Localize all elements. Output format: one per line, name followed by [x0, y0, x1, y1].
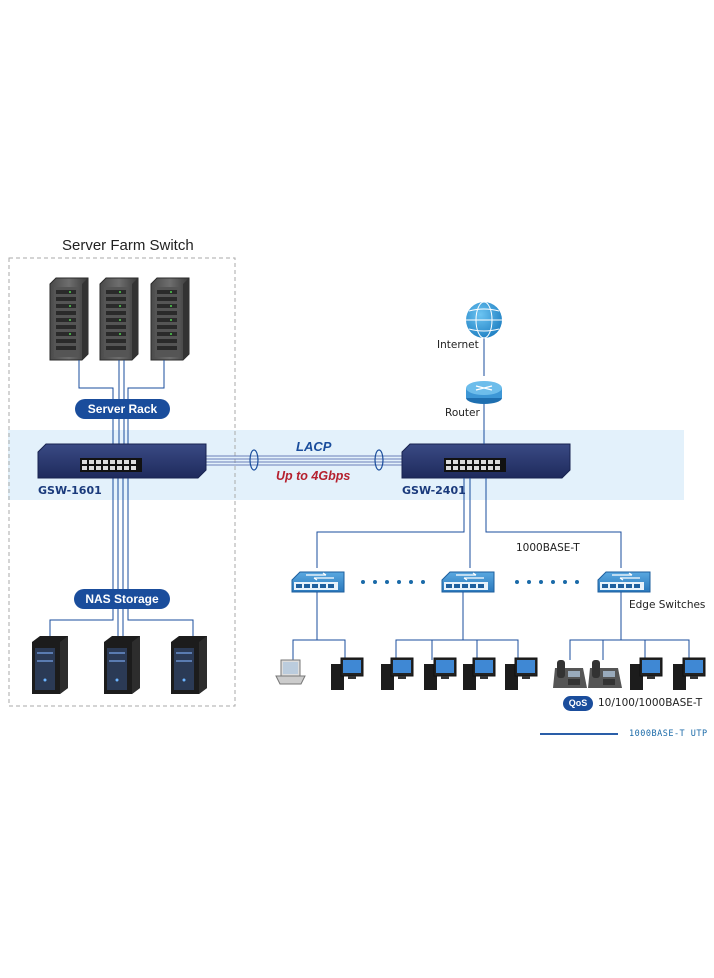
access-label: 10/100/1000BASE-T	[598, 697, 703, 709]
switch-right-label: GSW-2401	[402, 484, 466, 497]
nas-storage-label: NAS Storage	[74, 589, 170, 609]
server-rack-icon	[150, 277, 190, 361]
router-icon	[466, 381, 502, 404]
router-label: Router	[445, 407, 480, 419]
lacp-bundle-ring	[374, 449, 384, 471]
more-switches-dots	[361, 580, 579, 584]
qos-badge: QoS	[563, 696, 593, 711]
desktop-icon	[330, 657, 364, 691]
lacp-trunk	[205, 455, 402, 466]
edge-switches-label: Edge Switches	[629, 599, 706, 611]
server-rack-icon	[99, 277, 139, 361]
distribution-links	[316, 478, 622, 568]
switch-icon	[37, 443, 207, 479]
lacp-bundle-ring	[249, 449, 259, 471]
server-rack-icon	[49, 277, 89, 361]
nas-tower-icon	[171, 636, 207, 694]
desktop-icon	[423, 657, 457, 691]
desktop-icon	[462, 657, 496, 691]
globe-icon	[466, 301, 502, 339]
internet-label: Internet	[437, 339, 479, 351]
lacp-label: LACP	[296, 439, 332, 454]
desktop-icon	[380, 657, 414, 691]
speed-label: Up to 4Gbps	[276, 469, 351, 483]
nas-tower-icon	[104, 636, 140, 694]
switch-left-label: GSW-1601	[38, 484, 102, 497]
desktop-icon	[629, 657, 663, 691]
diagram-title: Server Farm Switch	[62, 237, 194, 254]
desktop-icon	[672, 657, 706, 691]
nas-links	[49, 478, 194, 638]
switch-icon	[401, 443, 571, 479]
edge-switch-icon	[597, 571, 651, 593]
nas-tower-icon	[32, 636, 68, 694]
edge-switch-icon	[291, 571, 345, 593]
legend-label: 1000BASE-T UTP	[629, 729, 708, 739]
edge-switch-icon	[441, 571, 495, 593]
uplink-label: 1000BASE-T	[516, 542, 580, 554]
server-rack-label: Server Rack	[75, 399, 170, 419]
ip-phone-icon	[588, 660, 622, 688]
ip-phone-icon	[553, 660, 587, 688]
desktop-icon	[504, 657, 538, 691]
access-links	[292, 592, 690, 660]
laptop-icon	[275, 659, 306, 685]
server-farm-boundary	[8, 257, 236, 707]
